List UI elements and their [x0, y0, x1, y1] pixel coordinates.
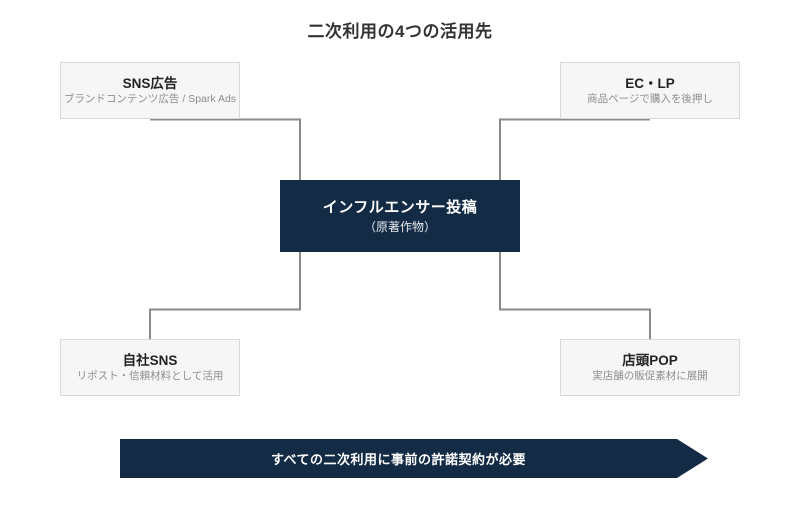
node-ec-lp-title: EC・LP: [625, 75, 675, 91]
diagram-title: 二次利用の4つの活用先: [307, 22, 493, 41]
connector-bottom-right: [499, 251, 651, 340]
node-influencer-post-title: インフルエンサー投稿: [322, 198, 478, 216]
node-influencer-post: インフルエンサー投稿 （原著作物）: [280, 180, 520, 252]
node-own-sns-subtitle: リポスト・信頼材料として活用: [76, 370, 224, 382]
connector-top-left: [150, 118, 301, 181]
connector-top-right: [499, 118, 650, 181]
node-sns-ads-title: SNS広告: [122, 75, 178, 91]
node-store-pop-subtitle: 実店舗の販促素材に展開: [592, 370, 708, 382]
node-sns-ads: SNS広告 ブランドコンテンツ広告 / Spark Ads: [60, 62, 240, 119]
node-sns-ads-subtitle: ブランドコンテンツ広告 / Spark Ads: [63, 93, 237, 105]
connector-bottom-left: [149, 251, 301, 340]
node-own-sns: 自社SNS リポスト・信頼材料として活用: [60, 339, 240, 396]
node-own-sns-title: 自社SNS: [122, 352, 178, 368]
notice-arrow-banner-label: すべての二次利用に事前の許諾契約が必要: [270, 452, 527, 467]
node-store-pop-title: 店頭POP: [622, 352, 678, 368]
node-influencer-post-subtitle: （原著作物）: [363, 219, 436, 234]
node-ec-lp-subtitle: 商品ページで購入を後押し: [587, 93, 713, 105]
node-ec-lp: EC・LP 商品ページで購入を後押し: [560, 62, 740, 119]
node-store-pop: 店頭POP 実店舗の販促素材に展開: [560, 339, 740, 396]
notice-arrow-banner: すべての二次利用に事前の許諾契約が必要: [120, 439, 708, 478]
